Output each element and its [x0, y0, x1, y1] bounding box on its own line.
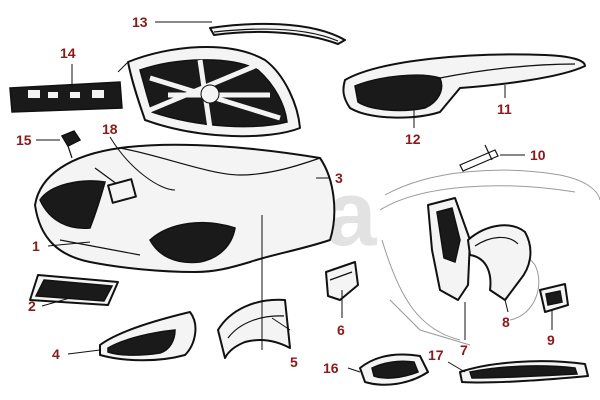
callout-17: 17 [428, 347, 444, 363]
part-6-patch-panel [325, 261, 359, 301]
part-trunk-lid [127, 46, 301, 138]
part-14-rear-panel [9, 81, 123, 113]
callout-9: 9 [547, 332, 555, 348]
callout-12: 12 [405, 131, 421, 147]
callout-labels: 13 14 15 18 3 1 2 4 5 6 7 8 9 10 11 12 1… [16, 14, 555, 376]
callout-3: 3 [335, 170, 343, 186]
callout-5: 5 [290, 354, 298, 370]
part-15-clip [60, 130, 82, 159]
callout-1: 1 [32, 238, 40, 254]
part-11-trunk-floor [342, 53, 586, 119]
callout-14: 14 [60, 45, 76, 61]
part-10-bracket [459, 144, 499, 172]
part-8-wheel-house [467, 224, 532, 301]
callout-7: 7 [460, 342, 468, 358]
callout-8: 8 [502, 314, 510, 330]
part-rear-body-shell [34, 143, 336, 273]
part-5-wheel-arch [217, 298, 291, 359]
callout-11: 11 [497, 101, 512, 117]
callout-2: 2 [28, 298, 36, 314]
callout-10: 10 [530, 147, 546, 163]
leader-lines [36, 21, 553, 373]
part-9-bracket [539, 283, 569, 313]
callout-18: 18 [102, 121, 118, 137]
part-17-crossmember [459, 360, 589, 384]
callout-16: 16 [323, 360, 339, 376]
part-4-lower-panel [99, 311, 197, 362]
part-13-trunk-seal [209, 22, 346, 45]
callout-6: 6 [337, 322, 345, 338]
callout-4: 4 [52, 346, 60, 362]
part-2-valance [29, 274, 119, 306]
callout-13: 13 [132, 14, 148, 30]
part-16-bracket [359, 353, 429, 386]
callout-15: 15 [16, 132, 32, 148]
part-7-inner-arch [427, 197, 471, 301]
